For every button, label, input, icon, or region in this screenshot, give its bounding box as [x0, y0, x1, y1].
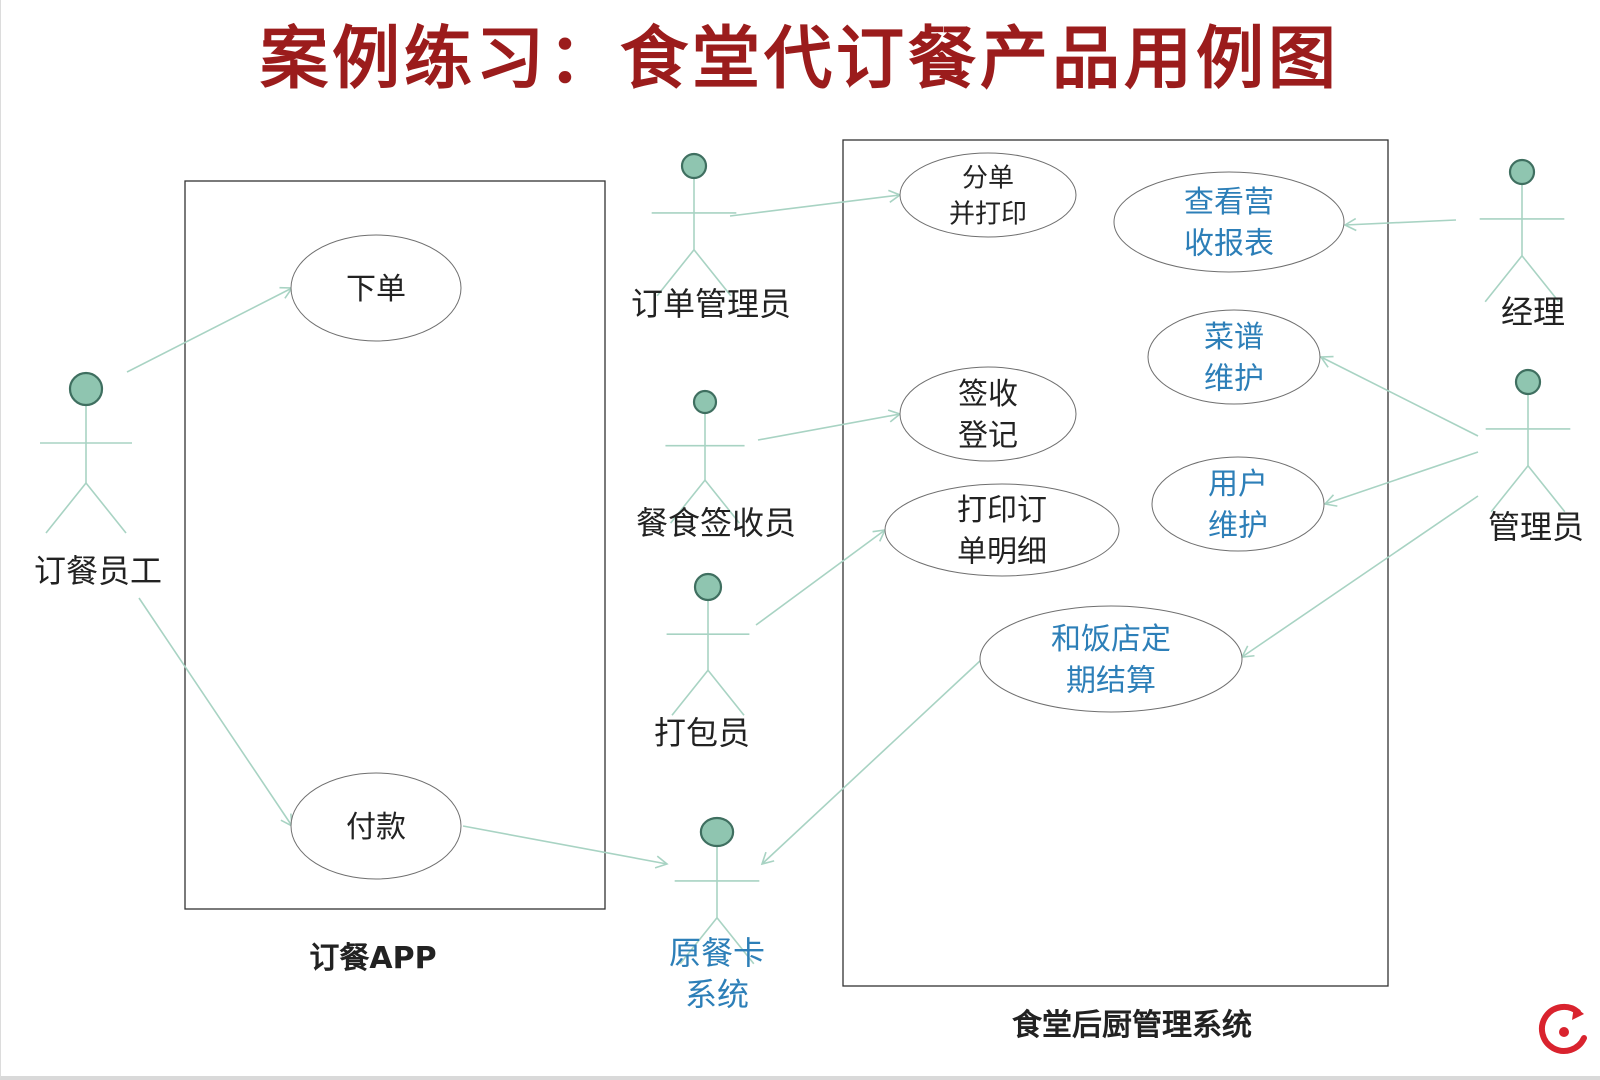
actor-head	[1514, 368, 1542, 396]
actor-employee: 订餐员工	[34, 371, 162, 590]
association-packer-to-print-detail	[755, 529, 887, 626]
actor-right-leg	[704, 479, 741, 524]
association-admin-to-user-maint	[1323, 451, 1479, 507]
use-case-label: 查看营收报表	[1184, 185, 1274, 261]
actor-head	[692, 389, 718, 415]
use-case-ellipse	[899, 366, 1077, 462]
use-case-ellipse	[899, 152, 1077, 238]
use-case-label: 用户维护	[1208, 467, 1268, 543]
use-case-label: 下单	[346, 272, 406, 307]
actor-label: 订单管理员	[631, 285, 791, 323]
use-case-user-maint: 用户维护	[1151, 456, 1325, 552]
actor-left-leg	[1490, 465, 1529, 513]
association-receiver-to-sign-register	[757, 409, 902, 441]
actor-right-leg	[716, 917, 755, 965]
use-case-ellipse	[1113, 171, 1345, 273]
actor-manager: 经理	[1479, 158, 1565, 331]
actor-left-leg	[669, 479, 706, 524]
use-case-label: 打印订单明细	[957, 493, 1047, 569]
actor-label: 订餐员工	[34, 552, 162, 590]
brand-logo-icon	[1538, 1003, 1587, 1054]
use-case-menu-maint: 菜谱维护	[1147, 309, 1321, 405]
association-manager-to-revenue-report	[1343, 217, 1457, 232]
actor-label: 打包员	[654, 714, 750, 752]
use-case-split-print: 分单并打印	[899, 152, 1077, 238]
actor-label: 管理员	[1488, 508, 1584, 546]
actor-right-leg	[1521, 255, 1560, 303]
use-case-revenue-report: 查看营收报表	[1113, 171, 1345, 273]
use-case-label: 菜谱维护	[1204, 320, 1264, 396]
actor-right-leg	[707, 669, 745, 716]
use-case-ellipse	[979, 605, 1243, 713]
association-order-admin-to-split-print	[729, 189, 902, 217]
association-pay-to-card-system	[462, 825, 669, 869]
system-boundary-label-kitchen: 食堂后厨管理系统	[1012, 1008, 1252, 1043]
slide-title: 案例练习：食堂代订餐产品用例图	[259, 20, 1340, 99]
actor-receiver: 餐食签收员	[636, 389, 796, 542]
use-case-label: 签收登记	[958, 377, 1018, 453]
actor-head	[699, 816, 735, 848]
actor-left-leg	[679, 917, 718, 965]
association-employee-to-place-order	[126, 286, 294, 373]
actor-order-admin: 订单管理员	[631, 152, 791, 323]
actor-label: 经理	[1501, 293, 1565, 331]
system-boundary-app	[184, 180, 606, 910]
actor-right-leg	[85, 482, 127, 534]
use-case-ellipse	[1151, 456, 1325, 552]
use-case-ellipse	[290, 772, 462, 880]
actor-head	[1508, 158, 1536, 186]
actor-head	[68, 371, 104, 407]
use-case-place-order: 下单	[290, 234, 462, 342]
actor-head	[680, 152, 708, 180]
actor-left-leg	[1484, 255, 1523, 303]
actor-card-system: 原餐卡系统	[669, 816, 765, 1014]
system-boundary-label-app: 订餐APP	[309, 941, 436, 976]
actor-left-leg	[45, 482, 87, 534]
use-case-label: 和饭店定期结算	[1051, 622, 1171, 698]
actor-admin: 管理员	[1485, 368, 1584, 546]
use-case-ellipse	[884, 483, 1120, 577]
system-boundary-kitchen	[842, 139, 1389, 987]
actor-label: 原餐卡系统	[669, 934, 765, 1014]
use-case-ellipse	[1147, 309, 1321, 405]
actor-label: 餐食签收员	[636, 504, 796, 542]
association-admin-to-settlement	[1240, 495, 1479, 658]
use-case-label: 分单并打印	[949, 163, 1027, 229]
actor-right-leg	[1527, 465, 1566, 513]
actor-head	[693, 572, 723, 602]
actor-packer: 打包员	[654, 572, 750, 752]
actor-right-leg	[693, 249, 732, 297]
use-case-pay: 付款	[290, 772, 462, 880]
actor-left-leg	[671, 669, 709, 716]
association-admin-to-menu-maint	[1319, 355, 1479, 437]
use-case-ellipse	[290, 234, 462, 342]
association-settlement-to-card-system	[760, 659, 982, 866]
use-case-label: 付款	[346, 810, 406, 845]
association-employee-to-pay	[138, 597, 293, 828]
use-case-print-detail: 打印订单明细	[884, 483, 1120, 577]
use-case-settlement: 和饭店定期结算	[979, 605, 1243, 713]
actor-left-leg	[656, 249, 695, 297]
use-case-sign-register: 签收登记	[899, 366, 1077, 462]
